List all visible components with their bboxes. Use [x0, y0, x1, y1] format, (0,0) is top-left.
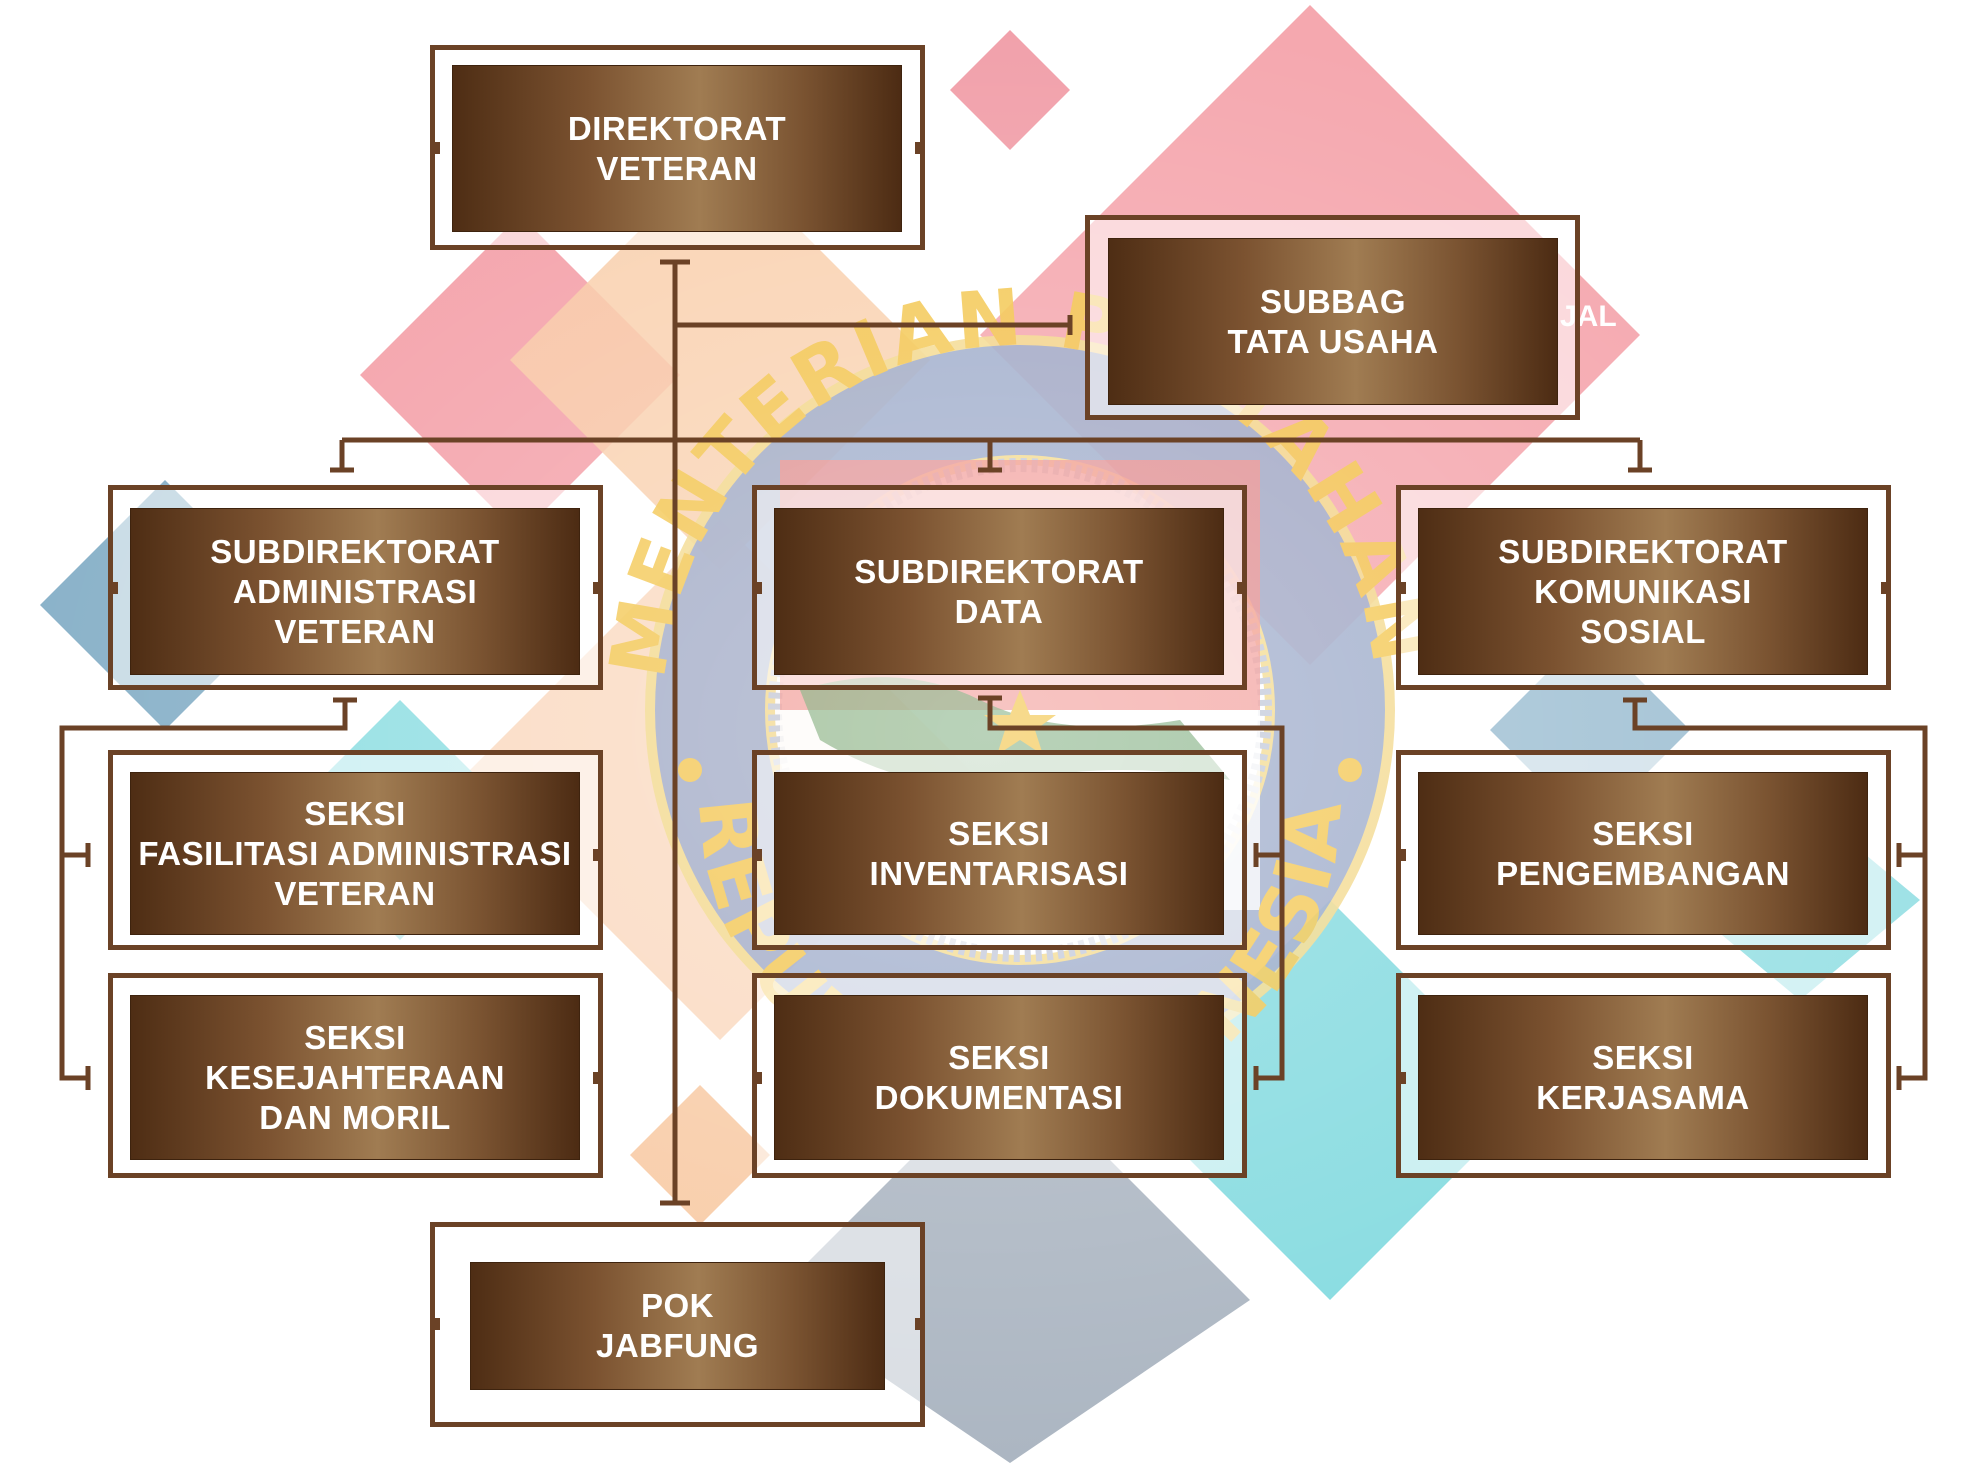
frame-tick [108, 582, 118, 594]
frame-tick [915, 1318, 925, 1330]
box-line: DOKUMENTASI [874, 1078, 1124, 1116]
box-line: SEKSI [948, 814, 1050, 852]
box-line: VETERAN [274, 874, 436, 912]
box-line: SEKSI [304, 794, 406, 832]
box-line: DATA [954, 592, 1044, 630]
frame-tick [430, 142, 440, 154]
box-subbag-tata-usaha: SUBBAG TATA USAHA [1108, 238, 1558, 405]
frame-tick [593, 582, 603, 594]
frame-tick [1396, 1072, 1406, 1084]
box-line: SEKSI [948, 1038, 1050, 1076]
frame-tick [752, 849, 762, 861]
box-line: TATA USAHA [1227, 322, 1439, 360]
box-line: ADMINISTRASI [232, 572, 478, 610]
box-seksi-fasilitasi-administrasi-veteran: SEKSI FASILITASI ADMINISTRASI VETERAN [130, 772, 580, 935]
box-line: KERJASAMA [1536, 1078, 1750, 1116]
frame-tick [593, 1072, 603, 1084]
frame-tick [915, 142, 925, 154]
box-line: VETERAN [274, 612, 436, 650]
box-line: DAN MORIL [259, 1098, 451, 1136]
frame-tick [1396, 582, 1406, 594]
box-line: FASILITASI ADMINISTRASI [138, 834, 572, 872]
box-line: INVENTARISASI [869, 854, 1129, 892]
frame-tick [593, 849, 603, 861]
box-line: SOSIAL [1580, 612, 1706, 650]
box-direktorat-veteran: DIREKTORAT VETERAN [452, 65, 902, 232]
box-line: SUBDIREKTORAT [854, 552, 1144, 590]
box-subdirektorat-komunikasi-sosial: SUBDIREKTORAT KOMUNIKASI SOSIAL [1418, 508, 1868, 675]
box-pok-jabfung: POK JABFUNG [470, 1262, 885, 1390]
box-line: PENGEMBANGAN [1496, 854, 1790, 892]
box-seksi-dokumentasi: SEKSI DOKUMENTASI [774, 995, 1224, 1160]
frame-tick [1237, 582, 1247, 594]
frame-tick [752, 1072, 762, 1084]
box-line: POK [640, 1287, 714, 1324]
box-line: DIREKTORAT [567, 109, 787, 147]
box-line: SUBDIREKTORAT [210, 532, 500, 570]
frame-tick [752, 582, 762, 594]
frame-tick [1396, 849, 1406, 861]
box-line: SUBDIREKTORAT [1498, 532, 1788, 570]
box-line: VETERAN [596, 149, 758, 187]
box-seksi-inventarisasi: SEKSI INVENTARISASI [774, 772, 1224, 935]
box-subdirektorat-administrasi-veteran: SUBDIREKTORAT ADMINISTRASI VETERAN [130, 508, 580, 675]
box-line: KOMUNIKASI [1534, 572, 1752, 610]
box-seksi-pengembangan: SEKSI PENGEMBANGAN [1418, 772, 1868, 935]
frame-tick [1881, 582, 1891, 594]
box-seksi-kesejahteraan-dan-moril: SEKSI KESEJAHTERAAN DAN MORIL [130, 995, 580, 1160]
box-line: JABFUNG [595, 1327, 759, 1364]
box-line: SEKSI [1592, 1038, 1694, 1076]
box-line: SEKSI [1592, 814, 1694, 852]
box-subdirektorat-data: SUBDIREKTORAT DATA [774, 508, 1224, 675]
box-line: KESEJAHTERAAN [205, 1058, 505, 1096]
box-line: SUBBAG [1259, 282, 1406, 320]
box-seksi-kerjasama: SEKSI KERJASAMA [1418, 995, 1868, 1160]
frame-tick [430, 1318, 440, 1330]
box-line: SEKSI [304, 1018, 406, 1056]
